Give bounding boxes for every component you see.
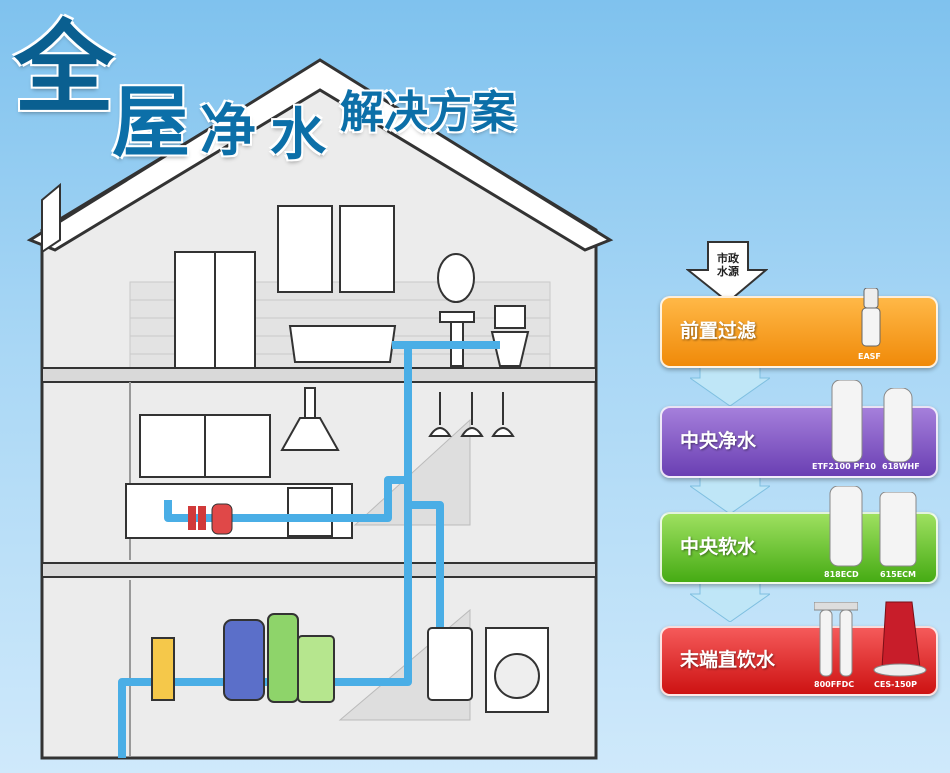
flow-arrow-2 — [690, 472, 770, 514]
product-label-800ffdc: 800FFDC — [814, 680, 855, 689]
etf2100-product-image — [831, 380, 863, 463]
product-label-615ecm: 615ECM — [880, 570, 916, 579]
stage-prefilter: 前置过滤 EASF — [660, 288, 938, 368]
flow-arrow-1 — [690, 364, 770, 406]
flow-arrow-3 — [690, 580, 770, 622]
product-label-618whf: 618WHF — [882, 462, 920, 471]
easf-product-image — [861, 288, 881, 347]
title-subtitle: 解决方案 — [340, 87, 516, 138]
stage-label: 前置过滤 — [680, 320, 757, 342]
stage-central-soften: 中央软水 818ECD 615ECM — [660, 486, 938, 584]
water-source-arrow: 市政水源 — [686, 240, 768, 304]
product-label-818ecd: 818ECD — [824, 570, 859, 579]
818ecd-product-image — [829, 486, 863, 567]
stage-label: 末端直饮水 — [680, 649, 776, 671]
product-label-etf2100: ETF2100 PF10 — [812, 462, 876, 471]
product-label-easf: EASF — [858, 352, 881, 361]
stage-central-purify: 中央净水 ETF2100 PF10 618WHF — [660, 380, 938, 478]
615ecm-product-image — [879, 492, 917, 567]
source-line1: 市政 — [717, 252, 739, 265]
product-label-ces150p: CES-150P — [874, 680, 917, 689]
stage-label: 中央软水 — [680, 536, 757, 558]
stage-label: 中央净水 — [680, 430, 757, 452]
800ffdc-product-image — [814, 602, 858, 677]
title-char-jing: 净 — [200, 99, 256, 164]
source-line2: 水源 — [717, 265, 739, 278]
title-char-quan: 全 — [14, 10, 114, 127]
ces150p-product-image — [873, 601, 927, 677]
stage-point-of-use: 末端直饮水 800FFDC CES-150P — [660, 601, 938, 696]
618whf-product-image — [883, 388, 913, 463]
title-char-wu: 屋 — [112, 78, 191, 168]
title-char-shui: 水 — [270, 103, 326, 168]
